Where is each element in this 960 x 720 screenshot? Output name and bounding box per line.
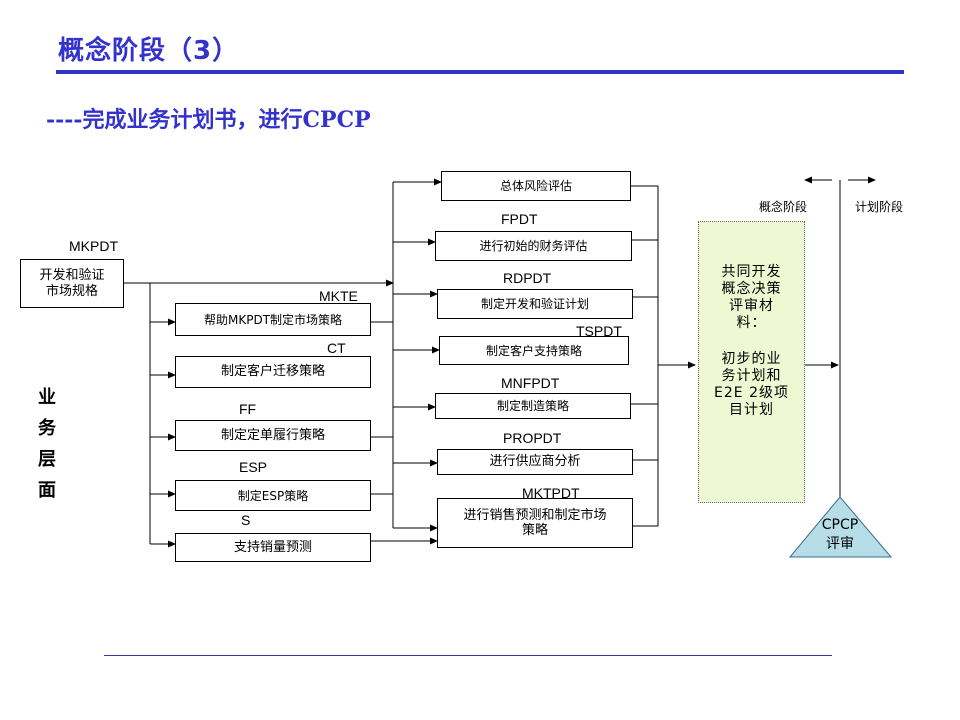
left-box-customer-migration: 制定客户迁移策略 bbox=[175, 356, 371, 388]
mid-box-supplier-analysis: 进行供应商分析 bbox=[437, 449, 633, 475]
materials-heading: 共同开发 概念决策 评审材 料： bbox=[721, 264, 782, 331]
left-box-market-strategy: 帮助MKPDT制定市场策略 bbox=[175, 303, 371, 336]
left-box-sales-forecast: 支持销量预测 bbox=[175, 533, 371, 562]
review-materials-panel bbox=[698, 221, 805, 503]
source-owner-label: MKPDT bbox=[69, 238, 118, 254]
mid-label-propdt: PROPDT bbox=[503, 430, 562, 446]
left-box-esp-strategy: 制定ESP策略 bbox=[175, 480, 371, 511]
mid-label-tspdt: TSPDT bbox=[576, 323, 622, 339]
business-layer-label: 业务层面 bbox=[38, 387, 56, 501]
mid-box-customer-support: 制定客户支持策略 bbox=[439, 336, 629, 365]
left-label-s: S bbox=[241, 512, 251, 528]
slide-subtitle: ----完成业务计划书，进行CPCP bbox=[46, 107, 371, 133]
mid-label-rdpdt: RDPDT bbox=[503, 270, 552, 286]
source-box-market-spec: 开发和验证 市场规格 bbox=[20, 259, 124, 308]
left-label-ff: FF bbox=[239, 401, 257, 417]
mid-box-financial-assessment: 进行初始的财务评估 bbox=[435, 231, 632, 261]
stage-concept-label: 概念阶段 bbox=[759, 198, 808, 215]
cpcp-review-label: CPCP 评审 bbox=[821, 517, 859, 552]
mid-label-mktpdt: MKTPDT bbox=[522, 485, 580, 501]
mid-box-risk-assessment: 总体风险评估 bbox=[441, 171, 631, 201]
cpcp-triangle bbox=[788, 496, 893, 558]
left-box-order-fulfillment: 制定定单履行策略 bbox=[175, 420, 371, 451]
mid-label-fpdt: FPDT bbox=[501, 211, 538, 227]
left-label-ct: CT bbox=[327, 340, 346, 356]
mid-box-dev-validation-plan: 制定开发和验证计划 bbox=[437, 289, 633, 319]
review-materials-text: 共同开发 概念决策 评审材 料： 初步的业 务计划和 E2E 2级项 目计划 bbox=[698, 264, 805, 419]
left-label-esp: ESP bbox=[239, 459, 268, 475]
footer-divider bbox=[104, 655, 832, 656]
stage-plan-label: 计划阶段 bbox=[855, 200, 904, 214]
materials-body: 初步的业 务计划和 E2E 2级项 目计划 bbox=[714, 351, 789, 418]
left-label-mkte: MKTE bbox=[319, 288, 358, 304]
mid-box-sales-forecast-marketing: 进行销售预测和制定市场 策略 bbox=[437, 498, 633, 548]
slide-title: 概念阶段（3） bbox=[58, 36, 240, 66]
mid-box-manufacturing: 制定制造策略 bbox=[435, 393, 631, 419]
title-underline bbox=[56, 70, 904, 74]
mid-label-mnfpdt: MNFPDT bbox=[501, 375, 560, 391]
